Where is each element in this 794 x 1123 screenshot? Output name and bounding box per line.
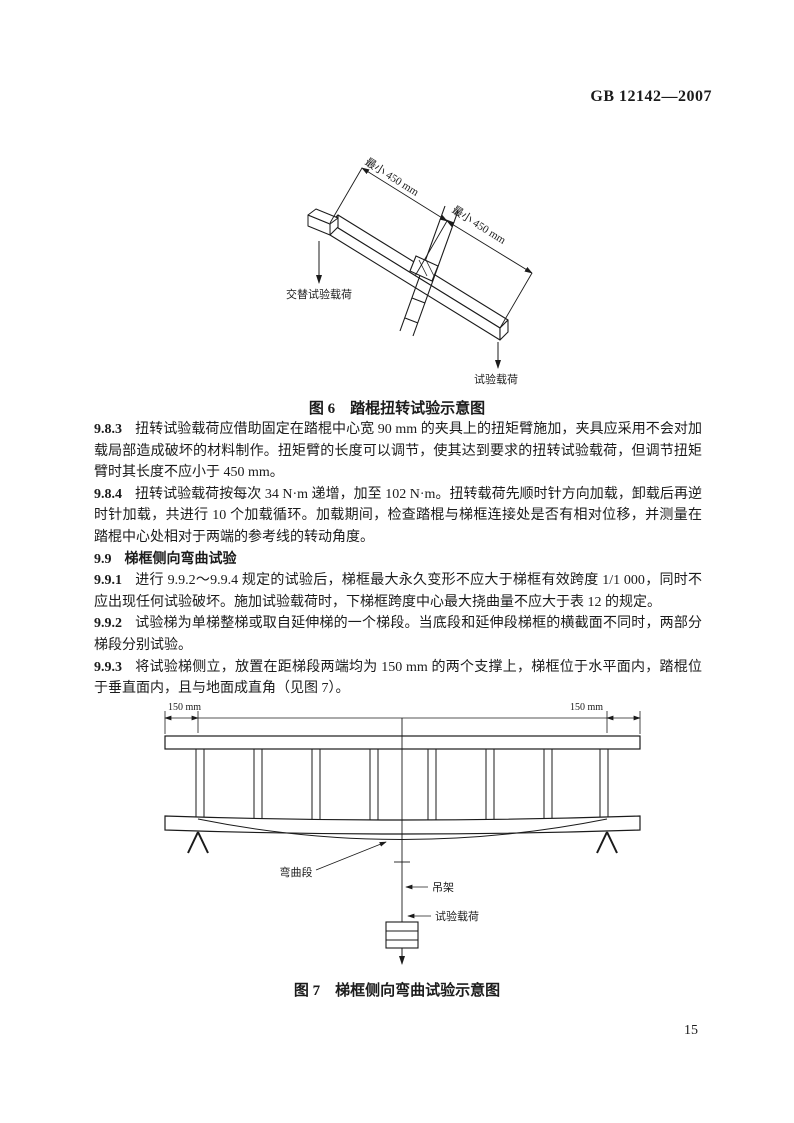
clause-text: 扭转试验载荷应借助固定在踏棍中心宽 90 mm 的夹具上的扭矩臂施加，夹具应采用… bbox=[94, 422, 702, 481]
clause-number: 9.8.3 bbox=[94, 422, 122, 437]
figure6-diagram: 最小 450 mm 最小 450 mm 交替试验载荷 试验载荷 bbox=[240, 138, 570, 394]
figure7-diagram: 150 mm 150 mm bbox=[148, 700, 663, 972]
clause-number: 9.9.1 bbox=[94, 573, 122, 589]
fig6-dim-left-label: 最小 450 mm bbox=[362, 155, 421, 199]
clause-text: 进行 9.9.2～9.9.4 规定的试验后，梯框最大永久变形不应大于梯框有效跨度… bbox=[94, 573, 702, 610]
figure6-svg: 最小 450 mm 最小 450 mm 交替试验载荷 试验载荷 bbox=[286, 155, 533, 386]
fig7-support-right bbox=[596, 831, 618, 854]
fig7-lower-stile bbox=[164, 815, 641, 835]
fig7-support-left bbox=[187, 831, 209, 854]
clause-text: 试验梯为单梯整梯或取自延伸梯的一个梯段。当底段和延伸段梯框的横截面不同时，两部分… bbox=[94, 616, 702, 653]
fig7-bend-section-leader bbox=[315, 841, 387, 871]
fig7-hanger-rod bbox=[394, 718, 410, 922]
figure6-caption: 图 6 踏棍扭转试验示意图 bbox=[308, 401, 486, 417]
clause-9-9-heading: 9.9 梯框侧向弯曲试验 bbox=[94, 549, 702, 571]
fig7-bend-section-label: 弯曲段 bbox=[280, 865, 313, 879]
fig6-alternating-load-label: 交替试验载荷 bbox=[286, 287, 352, 301]
clause-number: 9.9 bbox=[94, 551, 112, 567]
fig7-upper-stile bbox=[164, 735, 641, 750]
standard-number: GB 12142—2007 bbox=[590, 88, 712, 105]
fig7-hanger-label: 吊架 bbox=[432, 881, 454, 894]
fig6-clamp-hatch bbox=[418, 259, 435, 277]
clause-number: 9.8.4 bbox=[94, 486, 122, 502]
clause-number: 9.9.2 bbox=[94, 616, 122, 632]
figure7-caption: 图 7 梯框侧向弯曲试验示意图 bbox=[293, 983, 501, 999]
figure7-svg: 150 mm 150 mm bbox=[164, 702, 641, 965]
fig6-dimension-lines bbox=[329, 167, 533, 329]
clause-text: 将试验梯侧立，放置在距梯段两端均为 150 mm 的两个支撑上，梯框位于水平面内… bbox=[94, 659, 702, 697]
fig7-dim-right-label: 150 mm bbox=[570, 702, 603, 713]
clause-number: 9.9.3 bbox=[94, 659, 122, 675]
clause-text: 梯框侧向弯曲试验 bbox=[124, 551, 237, 567]
fig7-test-load-label: 试验载荷 bbox=[435, 909, 479, 923]
fig6-test-load-label: 试验载荷 bbox=[474, 372, 518, 386]
fig7-weight bbox=[385, 921, 419, 949]
page-number: 15 bbox=[684, 1023, 698, 1038]
fig6-end-fitting bbox=[307, 208, 339, 236]
fig7-rungs bbox=[195, 746, 609, 824]
fig7-dimension-lines bbox=[164, 711, 641, 734]
clause-text: 扭转试验载荷按每次 34 N·m 递增，加至 102 N·m。扭转载荷先顺时针方… bbox=[94, 486, 702, 545]
fig7-dim-left-label: 150 mm bbox=[168, 702, 201, 713]
